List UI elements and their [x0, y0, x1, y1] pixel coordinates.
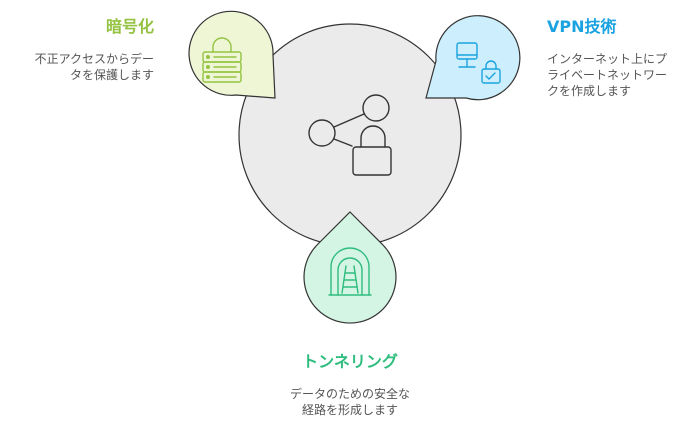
node-vpn-desc-line-3: クを作成します	[547, 84, 632, 98]
node-encryption-label: 暗号化 不正アクセスからデー タを保護します	[6, 17, 154, 83]
node-tunneling-desc-line-1: データのための安全な	[289, 387, 410, 401]
node-vpn-shape	[425, 15, 521, 101]
node-tunneling-shape	[303, 211, 397, 324]
computer-lock-icon	[456, 42, 501, 84]
node-encryption-title: 暗号化	[105, 17, 154, 36]
node-tunneling-desc-line-2: 経路を形成します	[301, 403, 398, 417]
node-tunneling-title: トンネリング	[302, 352, 398, 371]
node-vpn-label: VPN技術 インターネット上にプ ライベートネットワー クを作成します	[547, 17, 697, 99]
node-encryption-desc-line-1: 不正アクセスからデー	[34, 52, 154, 66]
node-encryption-shape	[188, 10, 276, 99]
node-tunneling-label: トンネリング データのための安全な 経路を形成します	[250, 352, 450, 418]
node-vpn-desc-line-2: ライベートネットワー	[547, 68, 668, 82]
network-lock-icon	[308, 94, 392, 176]
node-encryption-desc-line-2: タを保護します	[69, 68, 154, 82]
node-vpn-title: VPN技術	[547, 17, 617, 36]
server-lock-icon	[202, 37, 242, 83]
node-vpn-desc-line-1: インターネット上にプ	[547, 52, 668, 66]
tunnel-track-icon	[328, 247, 372, 296]
